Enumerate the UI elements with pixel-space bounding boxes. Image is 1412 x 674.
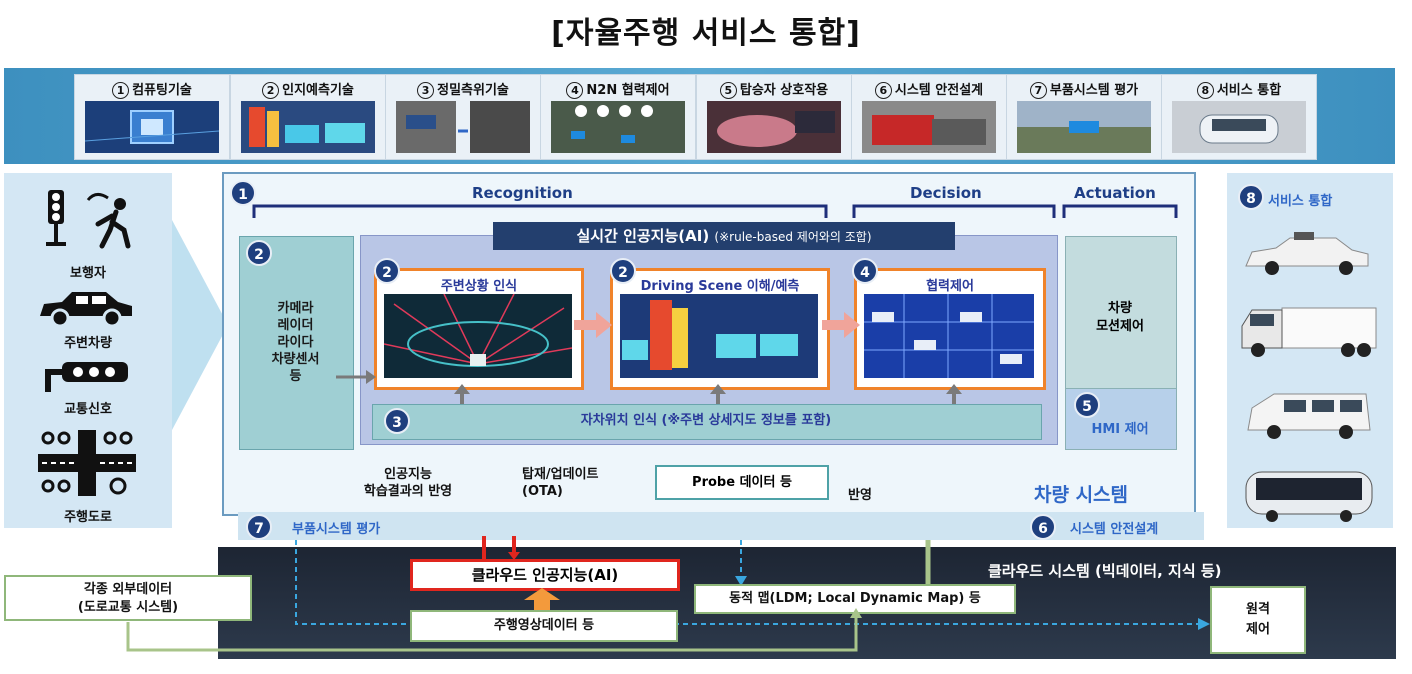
van-image [1247, 393, 1371, 439]
ldm-dashed-arrow [735, 540, 747, 586]
probe-data-box: Probe 데이터 등 [655, 465, 829, 500]
sensor-arrow [336, 370, 376, 384]
page-title: [자율주행 서비스 통합] [551, 16, 861, 51]
banner-item-label: 정밀측위기술 [437, 83, 509, 98]
pedestrian-icon [46, 190, 131, 249]
road-icon [38, 430, 136, 496]
reflect-text: 반영 [848, 488, 872, 503]
section-brackets [252, 204, 1178, 218]
flow-arrow [574, 312, 612, 338]
badge-5-hmi: 5 [1074, 392, 1100, 418]
ota-text: 탑재/업데이트 (OTA) [522, 467, 599, 499]
ai-header-title: 실시간 인공지능(AI) [576, 227, 710, 245]
driving-scene-image [620, 294, 818, 378]
banner-item-label: 컴퓨팅기술 [132, 83, 192, 98]
signal-label: 교통신호 [64, 402, 112, 417]
lidar-scene-image [384, 294, 572, 378]
number-badge: 3 [417, 82, 435, 99]
vehicle-system-label: 차량 시스템 [1034, 484, 1129, 506]
ai-link-arrows [482, 536, 520, 560]
number-badge: 5 [719, 82, 737, 99]
badge-3-position: 3 [384, 408, 410, 434]
badge-6-safety: 6 [1030, 514, 1056, 540]
cloud-ai-box: 클라우드 인공지능(AI) [410, 559, 680, 591]
positioning-map-image [396, 101, 530, 153]
truck-image [1241, 307, 1377, 357]
sensor-list: 카메라 레이더 라이다 차량센서 등 [271, 301, 320, 384]
service-shuttle-image [1172, 101, 1306, 153]
surrounding-recognition-title: 주변상황 인식 [440, 279, 518, 294]
safety-crash-image [862, 101, 996, 153]
section-decision: Decision [910, 184, 982, 202]
section-actuation: Actuation [1074, 184, 1156, 202]
badge-1: 1 [230, 180, 256, 206]
learning-reflect-text: 인공지능 학습결과의 반영 [363, 467, 453, 499]
badge-8-service: 8 [1238, 184, 1264, 210]
motion-control-panel [1065, 236, 1177, 390]
green-link-line [925, 540, 931, 586]
evaluation-strip [238, 512, 1204, 540]
vehicle-label: 주변차량 [64, 336, 112, 351]
pedestrian-label: 보행자 [70, 266, 106, 281]
badge-7-eval: 7 [246, 514, 272, 540]
safety-text: 시스템 안전설계 [1070, 522, 1159, 537]
robotaxi-image [1245, 232, 1369, 275]
flow-arrow [822, 312, 860, 338]
badge-2-recognition: 2 [374, 258, 400, 284]
banner-item-label: 시스템 안전설계 [894, 83, 984, 98]
cooperative-network-image [864, 294, 1034, 378]
motion-control-text: 차량 모션제어 [1096, 301, 1144, 334]
evaluation-track-image [1017, 101, 1151, 153]
cooperative-control-title: 협력제어 [926, 279, 974, 294]
road-label: 주행도로 [64, 510, 112, 525]
service-text: 서비스 통합 [1268, 194, 1333, 209]
banner-item-label: 탑승자 상호작용 [739, 83, 829, 98]
n2n-road-image [551, 101, 685, 153]
remote-control-box: 원격 제어 [1210, 586, 1306, 654]
number-badge: 8 [1196, 82, 1214, 99]
traffic-signal-icon [45, 362, 128, 392]
banner-item-label: 인지예측기술 [282, 83, 354, 98]
number-badge: 4 [566, 82, 584, 99]
badge-4-cooperative: 4 [852, 258, 878, 284]
number-badge: 6 [874, 82, 892, 99]
external-green-line [126, 608, 862, 652]
ai-header-note: (※rule-based 제어와의 조합) [714, 230, 872, 244]
driving-video-box: 주행영상데이터 등 [410, 610, 678, 642]
perception-scene-image [241, 101, 375, 153]
banner-item-label: N2N 협력제어 [586, 83, 670, 98]
external-data-box: 각종 외부데이터 (도로교통 시스템) [4, 575, 252, 621]
self-position-text: 자차위치 인식 (※주변 상세지도 정보를 포함) [580, 413, 832, 428]
scene-prediction-title: Driving Scene 이해/예측 [640, 279, 800, 294]
passenger-cabin-image [707, 101, 841, 153]
badge-2-sensor: 2 [246, 240, 272, 266]
orange-up-arrow [524, 588, 560, 614]
eval-text: 부품시스템 평가 [292, 522, 381, 537]
car-icon [40, 292, 132, 328]
self-position-panel [372, 404, 1042, 440]
banner-item-label: 서비스 통합 [1216, 83, 1282, 98]
realtime-ai-header: 실시간 인공지능(AI) (※rule-based 제어와의 조합) [493, 222, 955, 250]
number-badge: 2 [262, 82, 280, 99]
banner-item-label: 부품시스템 평가 [1049, 83, 1139, 98]
badge-2-scene: 2 [610, 258, 636, 284]
number-badge: 1 [112, 82, 130, 99]
hmi-text: HMI 제어 [1091, 422, 1149, 437]
section-recognition: Recognition [472, 184, 573, 202]
video-dashed-line [295, 540, 1210, 630]
cloud-system-label: 클라우드 시스템 (빅데이터, 지식 등) [988, 562, 1222, 580]
computing-chip-image [85, 101, 219, 153]
shuttle-bus-image [1245, 471, 1373, 522]
number-badge: 7 [1029, 82, 1047, 99]
input-chevron-arrow [172, 220, 228, 430]
sensor-panel [239, 236, 354, 450]
